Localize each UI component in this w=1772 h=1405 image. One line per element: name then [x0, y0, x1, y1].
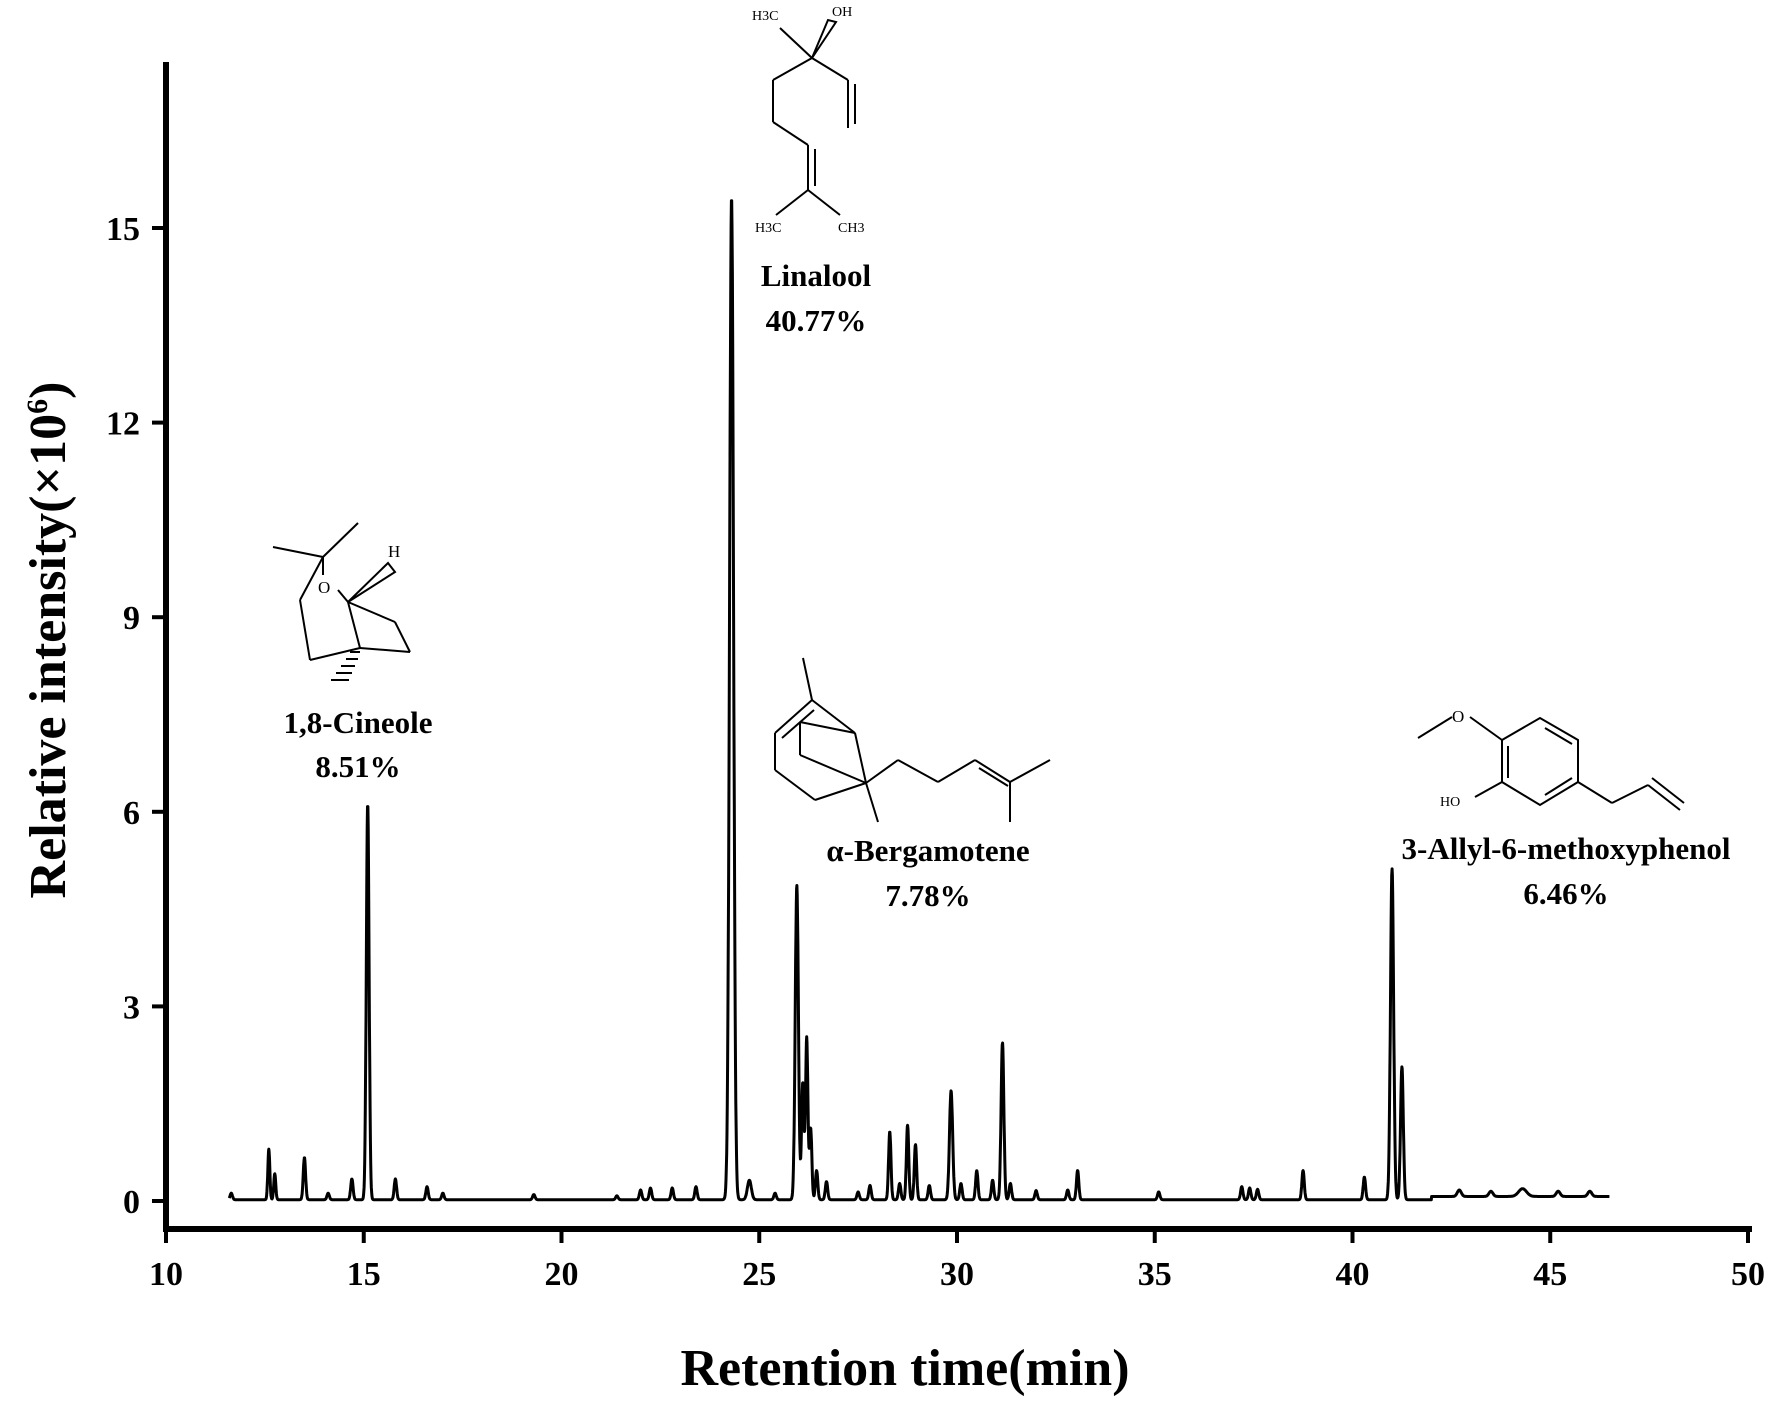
annotation-bergamotene-percent: 7.78%	[885, 878, 970, 913]
linalool-h3c-bottom-label: H3C	[755, 221, 781, 236]
annotation-cineole-percent: 8.51%	[315, 749, 400, 784]
y-tick-label: 12	[106, 406, 140, 443]
linalool-oh-label: OH	[832, 5, 852, 20]
y-tick-label: 9	[123, 600, 140, 637]
y-tick-label: 3	[123, 989, 140, 1026]
y-axis-title: Relative intensity(×106)	[20, 382, 77, 899]
annotation-bergamotene-name: α-Bergamotene	[826, 833, 1029, 868]
phenol-structure	[1417, 716, 1685, 811]
y-axis-title-main: Relative intensity(×10	[20, 414, 77, 899]
chromatogram-trace	[227, 199, 1611, 1202]
y-tick-label: 6	[123, 795, 140, 832]
x-tick-label: 25	[742, 1256, 776, 1293]
x-tick-label: 20	[545, 1256, 579, 1293]
y-tick-label: 15	[106, 211, 140, 248]
x-axis-title: Retention time(min)	[680, 1340, 1129, 1397]
annotation-linalool-percent: 40.77%	[766, 303, 867, 338]
x-tick-label: 15	[347, 1256, 381, 1293]
annotation-phenol-name: 3-Allyl-6-methoxyphenol	[1402, 831, 1731, 866]
cineole-h-label: H	[388, 542, 400, 561]
x-tick-label: 45	[1533, 1256, 1567, 1293]
linalool-h3c-top-label: H3C	[752, 9, 778, 24]
cineole-o-label: O	[318, 578, 330, 597]
linalool-structure	[772, 18, 856, 216]
annotation-linalool-name: Linalool	[761, 258, 872, 293]
y-tick-label: 0	[123, 1184, 140, 1221]
cineole-structure	[272, 522, 411, 681]
x-tick-label: 30	[940, 1256, 974, 1293]
phenol-ho-label: HO	[1440, 795, 1460, 810]
bergamotene-structure	[774, 657, 1051, 823]
x-tick-label: 40	[1336, 1256, 1370, 1293]
y-ticks: 0 3 6 9 12 15	[106, 211, 166, 1221]
x-ticks: 10 15 20 25 30 35 40 45 50	[149, 1229, 1765, 1293]
linalool-ch3-label: CH3	[838, 221, 864, 236]
y-axis-title-superscript: 6	[21, 399, 54, 414]
x-tick-label: 10	[149, 1256, 183, 1293]
annotation-cineole-name: 1,8-Cineole	[284, 705, 433, 740]
x-tick-label: 50	[1731, 1256, 1765, 1293]
x-tick-label: 35	[1138, 1256, 1172, 1293]
annotation-phenol-percent: 6.46%	[1523, 876, 1608, 911]
phenol-o-label: O	[1452, 707, 1464, 726]
y-axis-title-close: )	[20, 382, 77, 399]
